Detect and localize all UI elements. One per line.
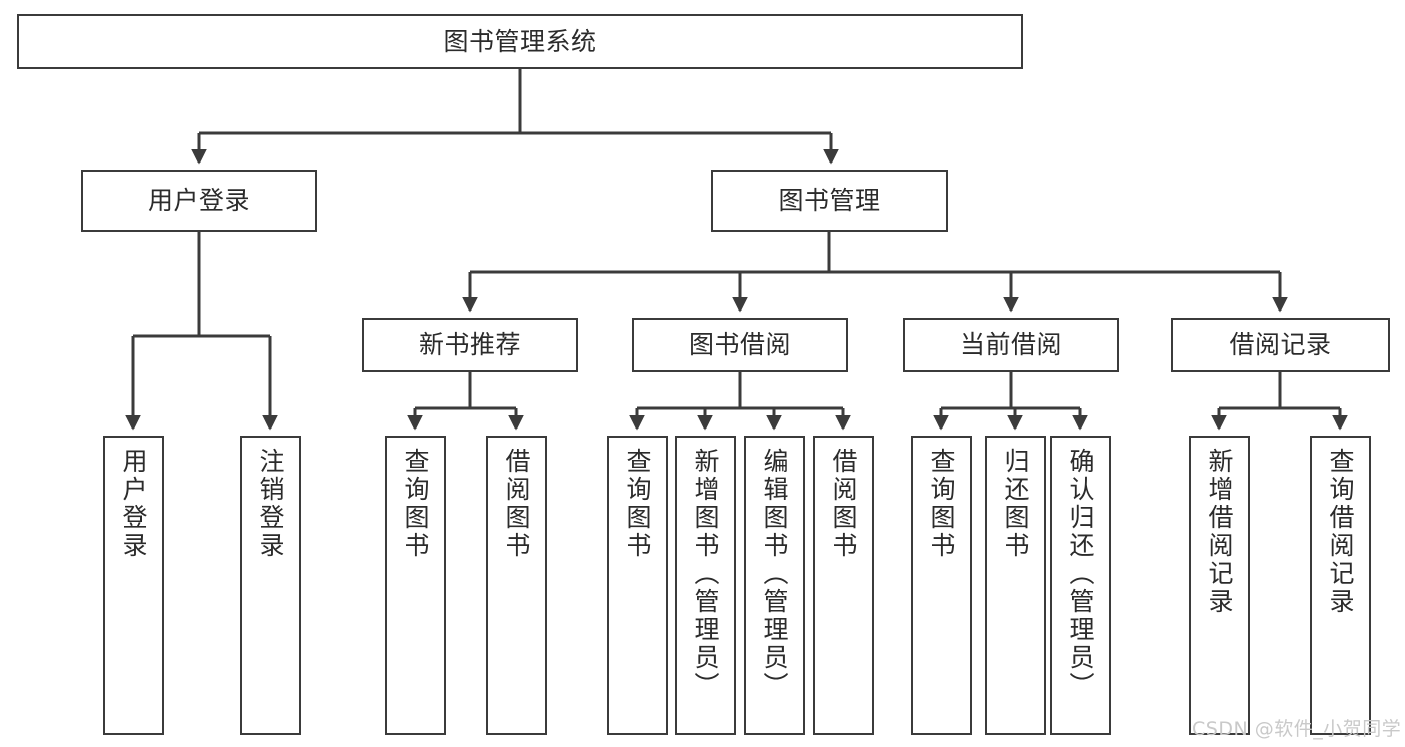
node-borrow-record[interactable]: 借阅记录: [1171, 318, 1390, 372]
node-leaf-borrow-book[interactable]: 借阅图书: [813, 436, 874, 735]
node-label: 查询图书: [623, 448, 652, 560]
node-user-login[interactable]: 用户登录: [81, 170, 317, 232]
node-label: 图书管理系统: [443, 26, 597, 56]
node-label: 新增借阅记录: [1205, 448, 1234, 616]
node-label: 用户登录: [119, 448, 148, 560]
csdn-watermark: CSDN @软件_小贺同学: [1192, 718, 1402, 740]
node-label: 新书推荐: [418, 330, 521, 360]
node-label: 新增图书（管理员）: [691, 448, 720, 700]
node-leaf-add-book-admin[interactable]: 新增图书（管理员）: [675, 436, 736, 735]
node-book-manage[interactable]: 图书管理: [711, 170, 948, 232]
node-leaf-query-book-recommend[interactable]: 查询图书: [385, 436, 446, 735]
node-label: 编辑图书（管理员）: [760, 448, 789, 700]
node-leaf-user-login[interactable]: 用户登录: [103, 436, 164, 735]
node-leaf-edit-book-admin[interactable]: 编辑图书（管理员）: [744, 436, 805, 735]
node-leaf-return-book[interactable]: 归还图书: [985, 436, 1046, 735]
node-label: 注销登录: [256, 448, 285, 560]
node-book-borrow[interactable]: 图书借阅: [632, 318, 848, 372]
node-label: 归还图书: [1001, 448, 1030, 560]
node-label: 借阅记录: [1229, 330, 1332, 360]
node-leaf-query-book-borrow[interactable]: 查询图书: [607, 436, 668, 735]
node-new-book-recommend[interactable]: 新书推荐: [362, 318, 578, 372]
node-leaf-user-logout[interactable]: 注销登录: [240, 436, 301, 735]
node-leaf-borrow-book-recommend[interactable]: 借阅图书: [486, 436, 547, 735]
node-label: 图书借阅: [688, 330, 791, 360]
node-label: 查询借阅记录: [1326, 448, 1355, 616]
node-leaf-add-borrow-record[interactable]: 新增借阅记录: [1189, 436, 1250, 735]
node-label: 借阅图书: [829, 448, 858, 560]
node-leaf-query-book-current[interactable]: 查询图书: [911, 436, 972, 735]
node-label: 查询图书: [401, 448, 430, 560]
node-label: 当前借阅: [959, 330, 1062, 360]
node-current-borrow[interactable]: 当前借阅: [903, 318, 1119, 372]
node-label: 用户登录: [147, 186, 250, 216]
node-root-system[interactable]: 图书管理系统: [17, 14, 1023, 69]
node-label: 借阅图书: [502, 448, 531, 560]
node-label: 确认归还（管理员）: [1066, 448, 1095, 700]
node-leaf-confirm-return-admin[interactable]: 确认归还（管理员）: [1050, 436, 1111, 735]
node-label: 查询图书: [927, 448, 956, 560]
node-leaf-query-borrow-record[interactable]: 查询借阅记录: [1310, 436, 1371, 735]
node-label: 图书管理: [778, 186, 881, 216]
